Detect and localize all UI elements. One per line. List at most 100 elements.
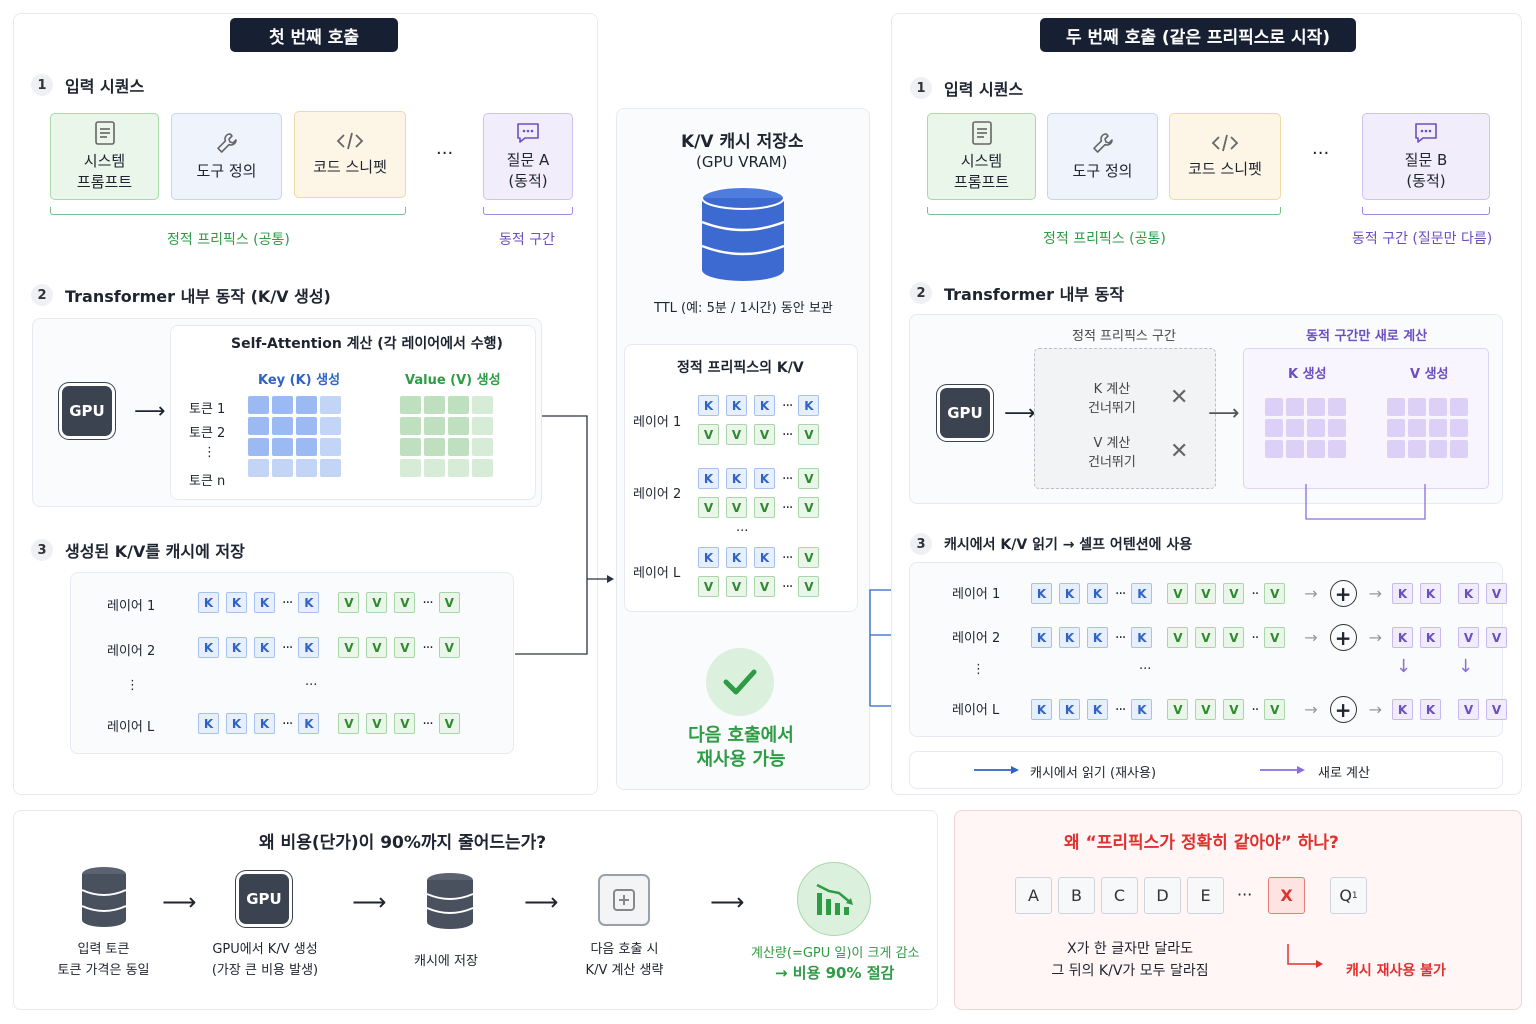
new-v-grid xyxy=(1387,398,1468,458)
layer-label: 레이어 1 xyxy=(107,599,156,614)
connector-lines xyxy=(515,415,614,655)
dynamic-section-label: 동적 구간만 새로 계산 xyxy=(1306,329,1428,344)
database-icon xyxy=(426,873,474,929)
step-title: 캐시에서 K/V 읽기 → 셀프 어텐션에 사용 xyxy=(944,537,1193,553)
legend-cache-label: 캐시에서 읽기 (재사용) xyxy=(1030,766,1157,781)
arrow-icon: ⟶ xyxy=(162,888,197,916)
wrench-icon xyxy=(216,133,237,154)
card-label: 질문 A (동적) xyxy=(506,151,550,190)
token-label: ⋮ xyxy=(203,445,216,460)
arrow-icon: ⟶ xyxy=(352,888,387,916)
elbow-arrow-icon xyxy=(1287,944,1323,968)
k-gen-label: K 생성 xyxy=(1288,367,1327,382)
cost-panel xyxy=(13,810,938,1010)
step-label: 캐시에 저장 xyxy=(414,954,478,969)
step-number: 2 xyxy=(31,284,53,306)
step-title: 입력 시퀀스 xyxy=(65,77,145,96)
cost-down-icon xyxy=(797,862,871,936)
cache-storage-subtitle: (GPU VRAM) xyxy=(696,153,788,171)
arrow-icon: ⟶ xyxy=(134,399,166,424)
card-label: 도구 정의 xyxy=(196,162,257,181)
layer-label: 레이어 1 xyxy=(633,415,682,430)
reuse-label: 다음 호출에서 재사용 가능 xyxy=(688,725,794,771)
cache-storage-title: K/V 캐시 저장소 xyxy=(681,132,804,152)
check-icon xyxy=(706,648,774,716)
layer-label: 레이어 L xyxy=(107,720,155,735)
chat-icon xyxy=(517,123,539,144)
layer-label: ⋮ xyxy=(126,678,139,693)
card-label: 시스템 프롬프트 xyxy=(76,152,133,191)
step-label: 입력 토큰 토큰 가격은 동일 xyxy=(57,942,150,978)
cost-title: 왜 비용(단가)이 90%까지 줄어드는가? xyxy=(259,833,547,853)
legend-new-label: 새로 계산 xyxy=(1318,766,1370,781)
token-label: 토큰 2 xyxy=(189,426,226,441)
token-box: D xyxy=(1144,877,1181,914)
card-question-a: 질문 A (동적) xyxy=(483,113,573,200)
card-system-prompt: 시스템 프롬프트 xyxy=(50,113,159,200)
key-grid xyxy=(248,396,341,477)
right-step1: 1 입력 시퀀스 xyxy=(910,76,1023,100)
token-label: 토큰 n xyxy=(189,474,226,489)
down-arrow-icon: ↓ xyxy=(1458,656,1474,677)
vertical-dots: ··· xyxy=(736,524,749,539)
layer-label: ⋮ xyxy=(972,662,985,677)
arrow-icon: ⟶ xyxy=(1004,401,1036,426)
step-number: 2 xyxy=(910,282,932,304)
step-title: Transformer 내부 동작 (K/V 생성) xyxy=(65,287,331,306)
chip-icon xyxy=(598,874,650,926)
static-kv-title: 정적 프리픽스의 K/V xyxy=(677,360,804,376)
legend-purple-arrow-icon xyxy=(1260,766,1305,774)
card-system-prompt: 시스템 프롬프트 xyxy=(927,113,1036,200)
card-code-snippet: 코드 스니펫 xyxy=(294,111,406,198)
arrow-icon: ⟶ xyxy=(710,888,745,916)
wrench-icon xyxy=(1092,133,1113,154)
attention-title: Self-Attention 계산 (각 레이어에서 수행) xyxy=(231,336,503,352)
database-icon xyxy=(701,186,785,281)
code-icon xyxy=(1211,135,1239,152)
static-bracket xyxy=(927,207,1281,215)
layer-label: 레이어 2 xyxy=(107,644,156,659)
ellipsis: ··· xyxy=(436,143,454,164)
static-bracket xyxy=(50,207,406,215)
layer-label: 레이어 2 xyxy=(633,487,682,502)
first-call-header: 첫 번째 호출 xyxy=(230,18,398,52)
question-token: Q xyxy=(1339,886,1352,905)
gpu-chip: GPU xyxy=(62,386,112,436)
step-number: 3 xyxy=(910,533,932,555)
chat-icon xyxy=(1415,123,1437,144)
token-box: A xyxy=(1015,877,1052,914)
step-number: 3 xyxy=(31,539,53,561)
card-label: 코드 스니펫 xyxy=(313,158,387,177)
card-question-b: 질문 B (동적) xyxy=(1362,113,1490,200)
step-number: 1 xyxy=(31,74,53,96)
card-tool-definition: 도구 정의 xyxy=(1047,113,1158,200)
card-label: 질문 B (동적) xyxy=(1404,151,1448,190)
ttl-label: TTL (예: 5분 / 1시간) 동안 보관 xyxy=(654,301,833,316)
down-arrow-icon: ↓ xyxy=(1396,656,1412,677)
connector-lines xyxy=(1305,484,1426,520)
static-prefix-label: 정적 프리픽스 (공통) xyxy=(167,232,290,248)
result-line1: 계산량(=GPU 일)이 크게 감소 xyxy=(751,946,920,961)
key-label: Key (K) 생성 xyxy=(258,373,341,388)
step-label: 다음 호출 시 K/V 계산 생략 xyxy=(585,942,664,978)
close-icon: ✕ xyxy=(1170,439,1189,464)
second-call-header: 두 번째 호출 (같은 프리픽스로 시작) xyxy=(1040,18,1356,52)
card-label: 도구 정의 xyxy=(1072,162,1133,181)
legend-blue-arrow-icon xyxy=(974,766,1019,774)
ellipsis: ··· xyxy=(1312,143,1330,164)
value-label: Value (V) 생성 xyxy=(405,373,501,388)
layer-label: 레이어 L xyxy=(952,703,1000,718)
gpu-chip: GPU xyxy=(239,874,289,924)
step-label: GPU에서 K/V 생성 (가장 큰 비용 발생) xyxy=(211,942,319,978)
new-compute-box xyxy=(1243,348,1489,489)
layer-label: 레이어 1 xyxy=(952,587,1001,602)
gpu-chip: GPU xyxy=(940,388,990,438)
